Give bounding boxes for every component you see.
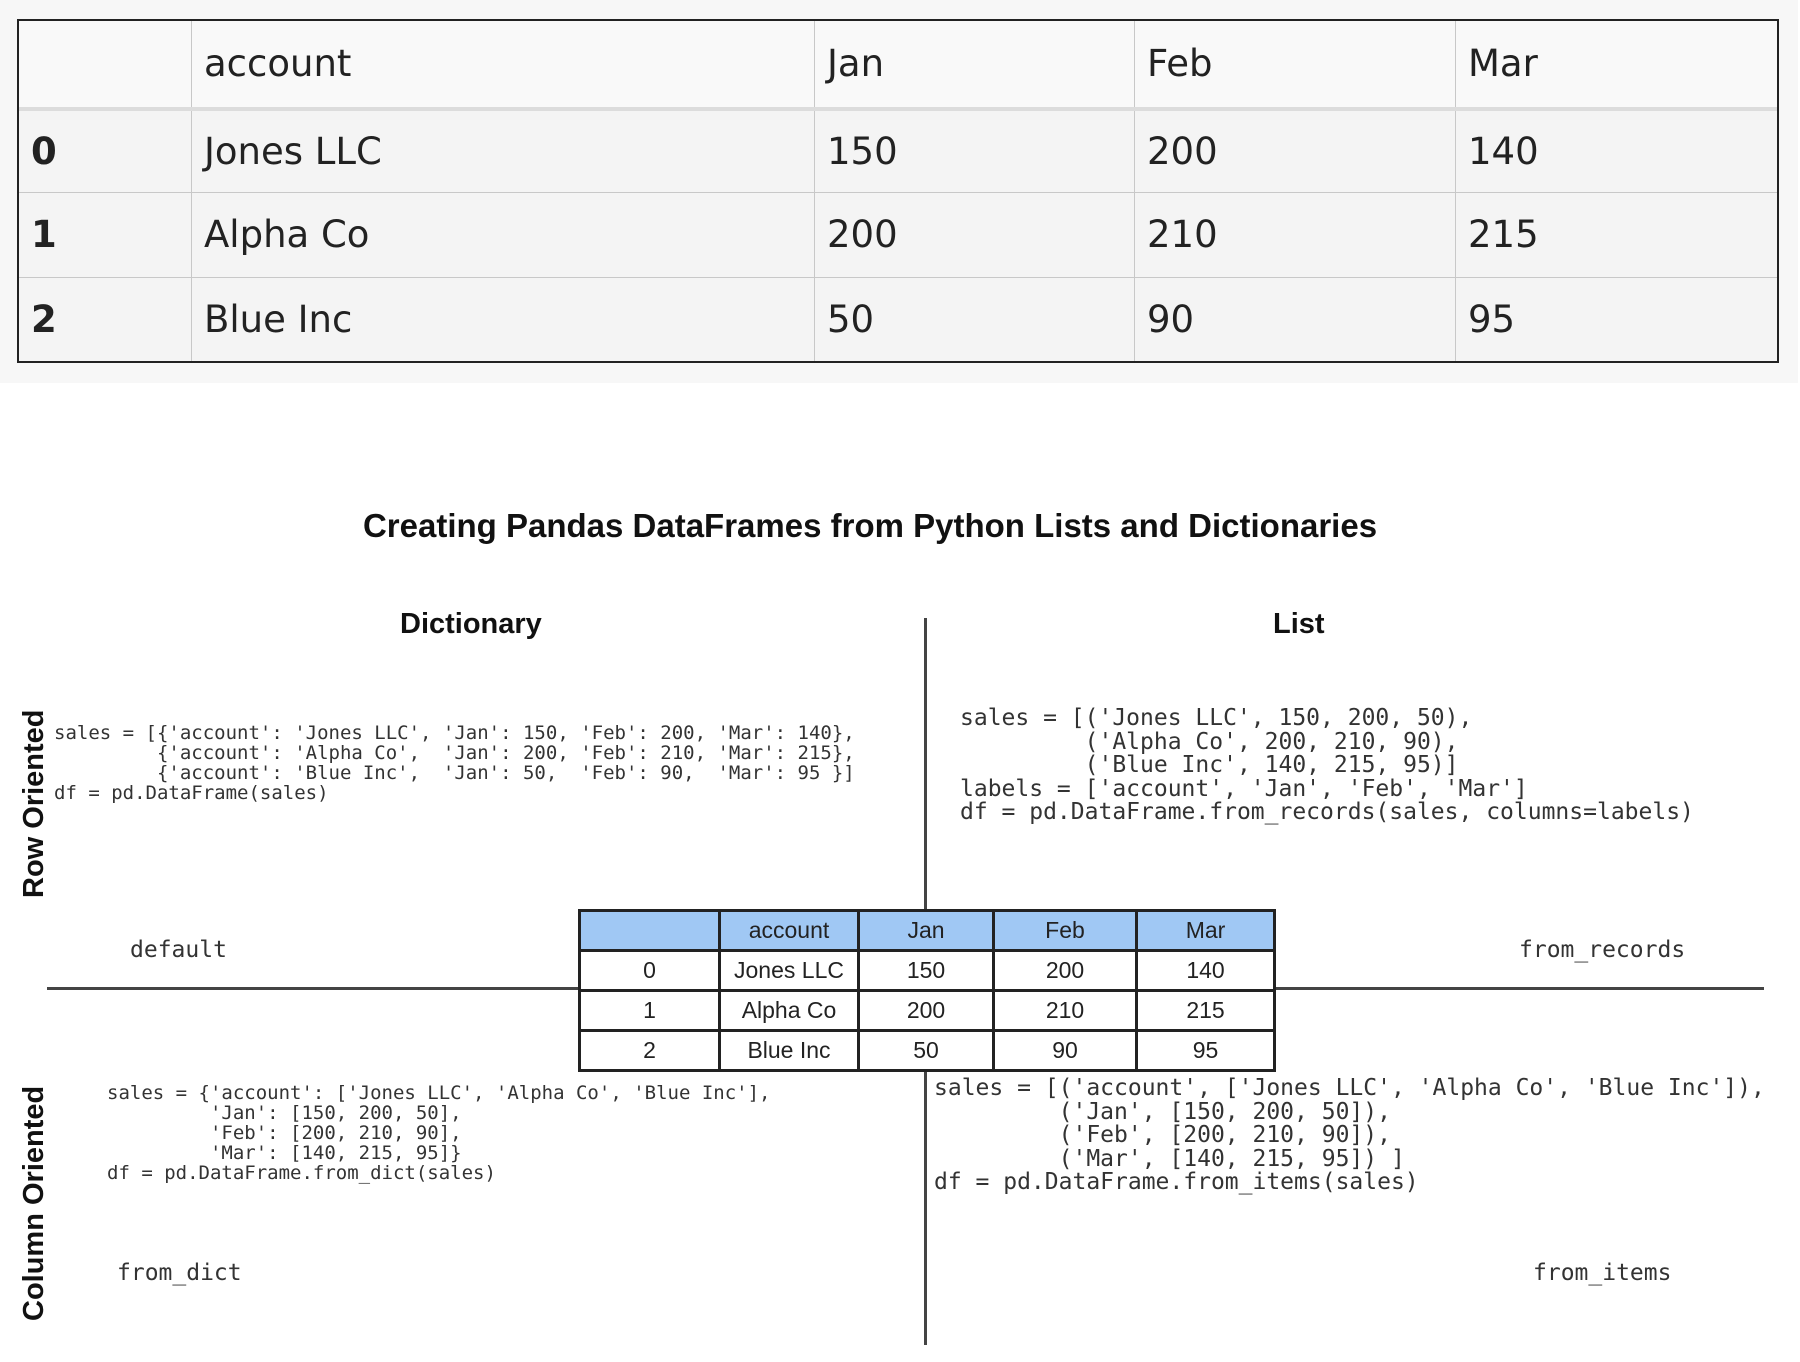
row-header-column-oriented: Column Oriented [18, 1085, 50, 1321]
column-header-dictionary: Dictionary [400, 608, 542, 640]
horizontal-divider-right [1271, 987, 1764, 990]
resulting-dataframe-table: account Jan Feb Mar 0 Jones LLC 150 200 … [578, 909, 1276, 1072]
table-cell: 150 [814, 107, 1135, 194]
table-row: 0 Jones LLC 150 200 140 [578, 949, 1276, 992]
column-header: Jan [814, 20, 1135, 111]
table-row: 2 Blue Inc 50 90 95 [18, 276, 1778, 363]
table-cell: 50 [814, 276, 1135, 363]
row-index: 0 [578, 949, 721, 992]
table-cell: 140 [1455, 107, 1778, 194]
column-header: Mar [1135, 909, 1276, 952]
table-cell: 215 [1135, 989, 1276, 1032]
column-header-list: List [1273, 608, 1325, 640]
table-cell: 150 [857, 949, 995, 992]
column-header [18, 20, 192, 111]
column-header: Feb [992, 909, 1138, 952]
table-cell: 215 [1455, 192, 1778, 278]
horizontal-divider-left [47, 987, 580, 990]
table-row: 0 Jones LLC 150 200 140 [18, 107, 1778, 194]
table-row: 1 Alpha Co 200 210 215 [578, 989, 1276, 1032]
column-header: Mar [1455, 20, 1778, 111]
table-cell: Blue Inc [191, 276, 815, 363]
dataframe-output-table: account Jan Feb Mar 0 Jones LLC 150 200 … [17, 19, 1779, 363]
table-header-row: account Jan Feb Mar [18, 20, 1778, 111]
method-label-default: default [130, 937, 227, 963]
dataframe-creation-diagram: Creating Pandas DataFrames from Python L… [0, 383, 1800, 1362]
table-cell: 90 [1134, 276, 1456, 363]
dataframe-output-panel: account Jan Feb Mar 0 Jones LLC 150 200 … [0, 0, 1798, 383]
table-cell: 140 [1135, 949, 1276, 992]
row-index: 1 [578, 989, 721, 1032]
table-cell: Alpha Co [718, 989, 860, 1032]
table-cell: Jones LLC [191, 107, 815, 194]
table-row: 2 Blue Inc 50 90 95 [578, 1029, 1276, 1072]
column-header: account [191, 20, 815, 111]
row-index: 0 [18, 107, 192, 194]
table-cell: 50 [857, 1029, 995, 1072]
method-label-from-items: from_items [1533, 1260, 1672, 1286]
table-header-row: account Jan Feb Mar [578, 909, 1276, 952]
code-row-list: sales = [('Jones LLC', 150, 200, 50), ('… [960, 705, 1694, 825]
column-header [578, 909, 721, 952]
table-cell: 200 [992, 949, 1138, 992]
row-index: 2 [578, 1029, 721, 1072]
table-cell: 200 [857, 989, 995, 1032]
column-header: account [718, 909, 860, 952]
table-cell: 95 [1135, 1029, 1276, 1072]
code-column-dictionary: sales = {'account': ['Jones LLC', 'Alpha… [107, 1082, 771, 1184]
table-cell: Blue Inc [718, 1029, 860, 1072]
column-header: Feb [1134, 20, 1456, 111]
code-column-list: sales = [('account', ['Jones LLC', 'Alph… [934, 1075, 1765, 1195]
table-cell: 200 [814, 192, 1135, 278]
table-cell: 210 [1134, 192, 1456, 278]
method-label-from-records: from_records [1519, 937, 1686, 963]
table-row: 1 Alpha Co 200 210 215 [18, 192, 1778, 278]
table-cell: Jones LLC [718, 949, 860, 992]
row-header-row-oriented: Row Oriented [18, 709, 50, 898]
table-cell: 95 [1455, 276, 1778, 363]
table-cell: 200 [1134, 107, 1456, 194]
column-header: Jan [857, 909, 995, 952]
row-index: 1 [18, 192, 192, 278]
diagram-title: Creating Pandas DataFrames from Python L… [362, 507, 1378, 544]
table-cell: Alpha Co [191, 192, 815, 278]
row-index: 2 [18, 276, 192, 363]
code-row-dictionary: sales = [{'account': 'Jones LLC', 'Jan':… [54, 722, 855, 804]
table-cell: 90 [992, 1029, 1138, 1072]
method-label-from-dict: from_dict [117, 1260, 242, 1286]
table-cell: 210 [992, 989, 1138, 1032]
